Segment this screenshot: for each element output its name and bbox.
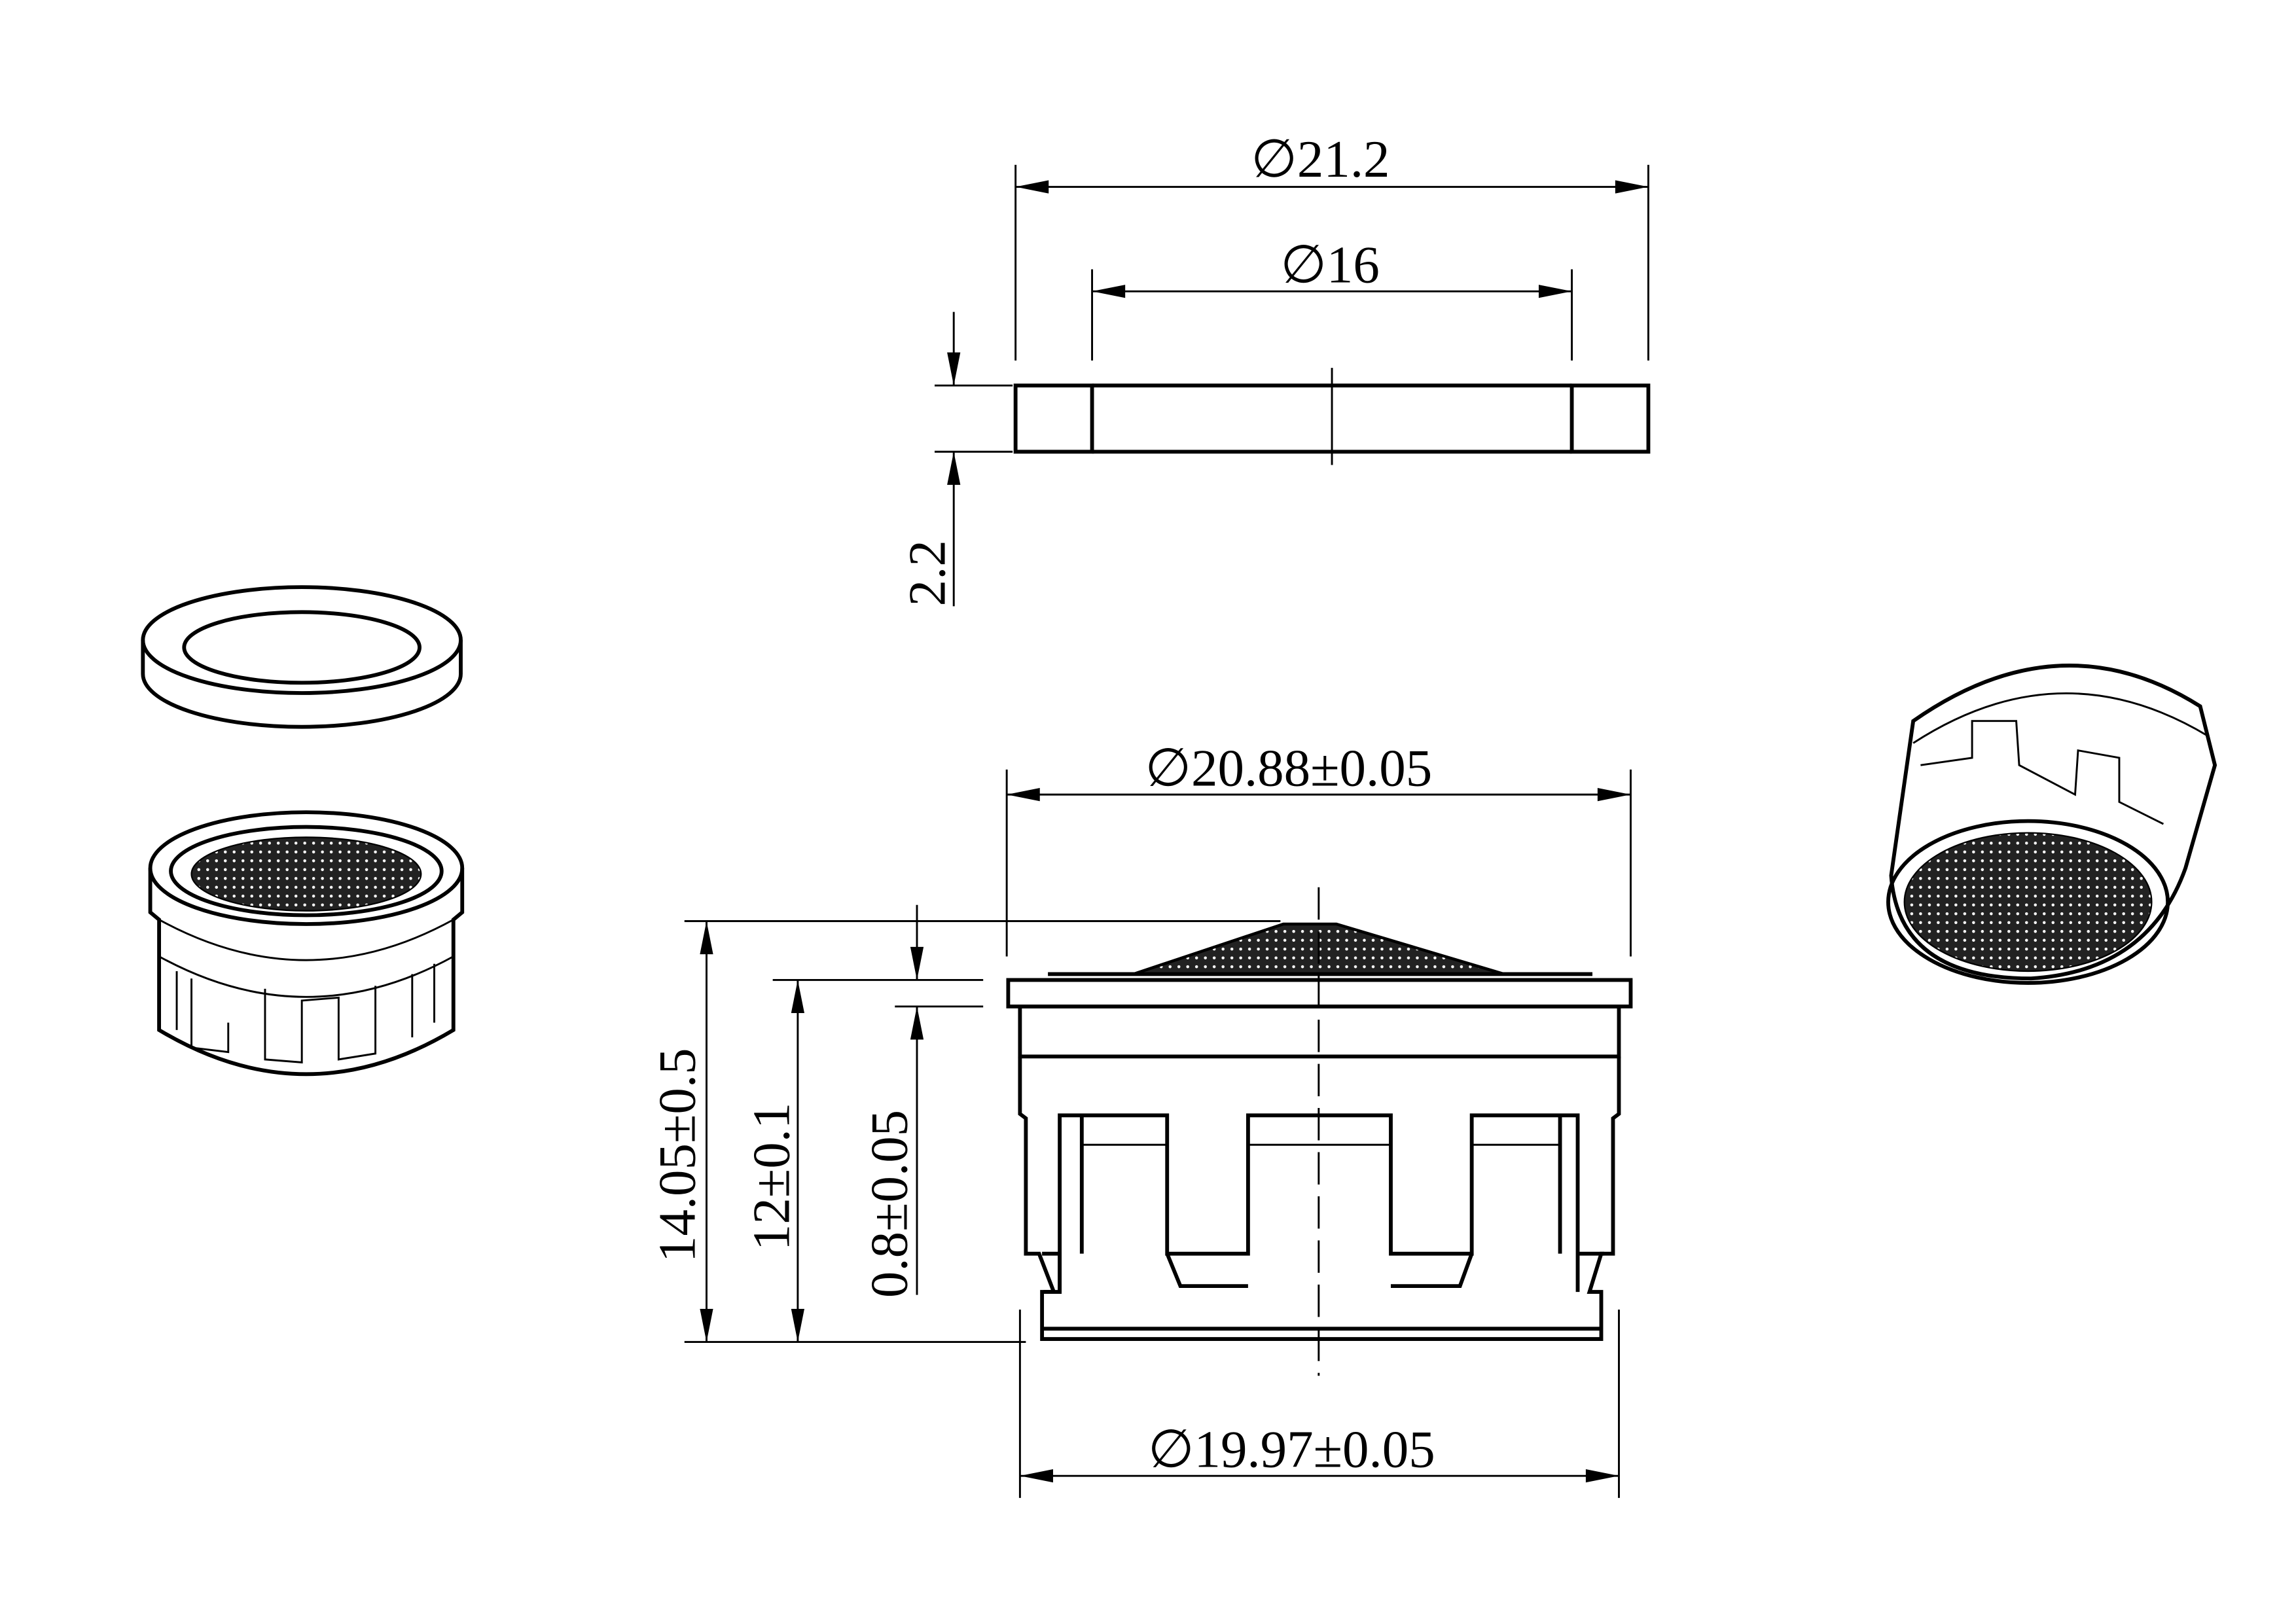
flange-diameter-label: ∅20.88±0.05 [1145, 739, 1433, 798]
body-height-label: 12±0.1 [742, 1103, 800, 1251]
body-diameter-label: ∅19.97±0.05 [1148, 1420, 1435, 1479]
gasket-thickness-label: 2.2 [898, 540, 957, 606]
aerator-front-view: ∅20.88±0.05 14.05±0.5 12±0.1 0.8±0.05 [647, 739, 1633, 1498]
total-height-label: 14.05±0.5 [647, 1048, 706, 1262]
gasket-outer-diameter-label: ∅21.2 [1251, 130, 1390, 188]
gasket-perspective-illustration [141, 585, 463, 729]
aerator-bottom-perspective-illustration [1886, 664, 2217, 985]
flange-thickness-label: 0.8±0.05 [859, 1110, 918, 1298]
gasket-section-view: ∅21.2 ∅16 2.2 [898, 130, 1651, 607]
aerator-top-perspective-illustration [148, 810, 465, 1077]
gasket-inner-diameter-label: ∅16 [1280, 236, 1379, 294]
